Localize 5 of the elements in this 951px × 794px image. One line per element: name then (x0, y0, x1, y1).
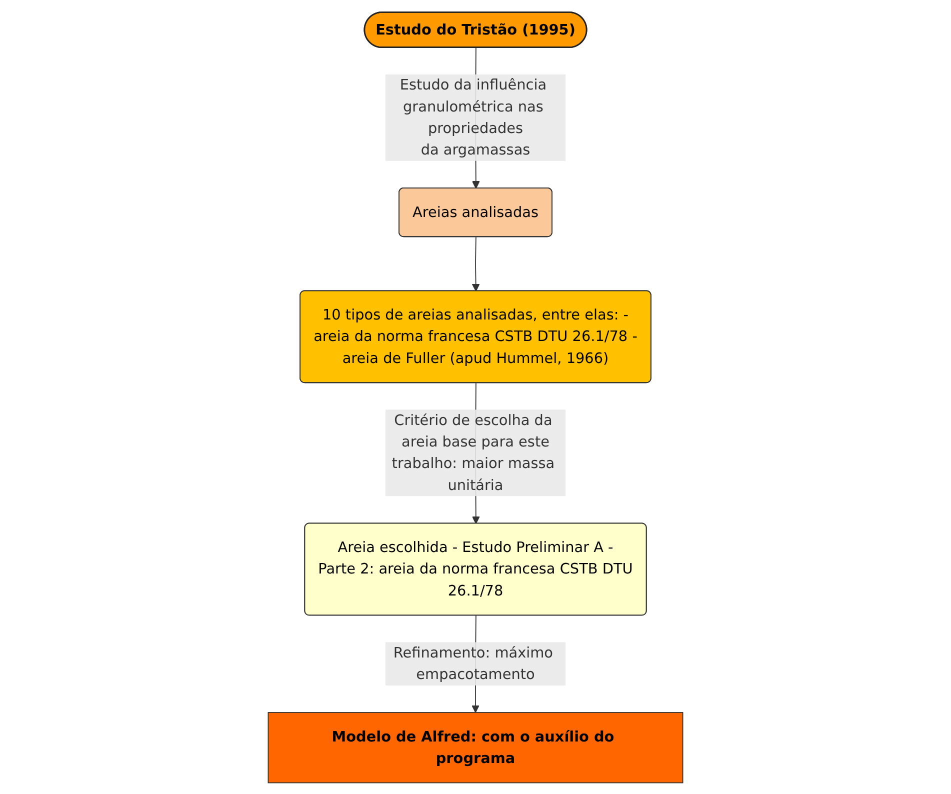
edge-label: Estudo da influência granulométrica nas propriedades da argamassas (400, 76, 547, 158)
edge-label: Critério de escolha da areia base para este trabalho: maior massa unitária (392, 410, 555, 493)
node-box: Modelo de Alfred: com o auxílio do programa (268, 712, 684, 783)
edge-label: Refinamento: máximo empacotamento (393, 643, 553, 682)
arrow (472, 236, 480, 291)
